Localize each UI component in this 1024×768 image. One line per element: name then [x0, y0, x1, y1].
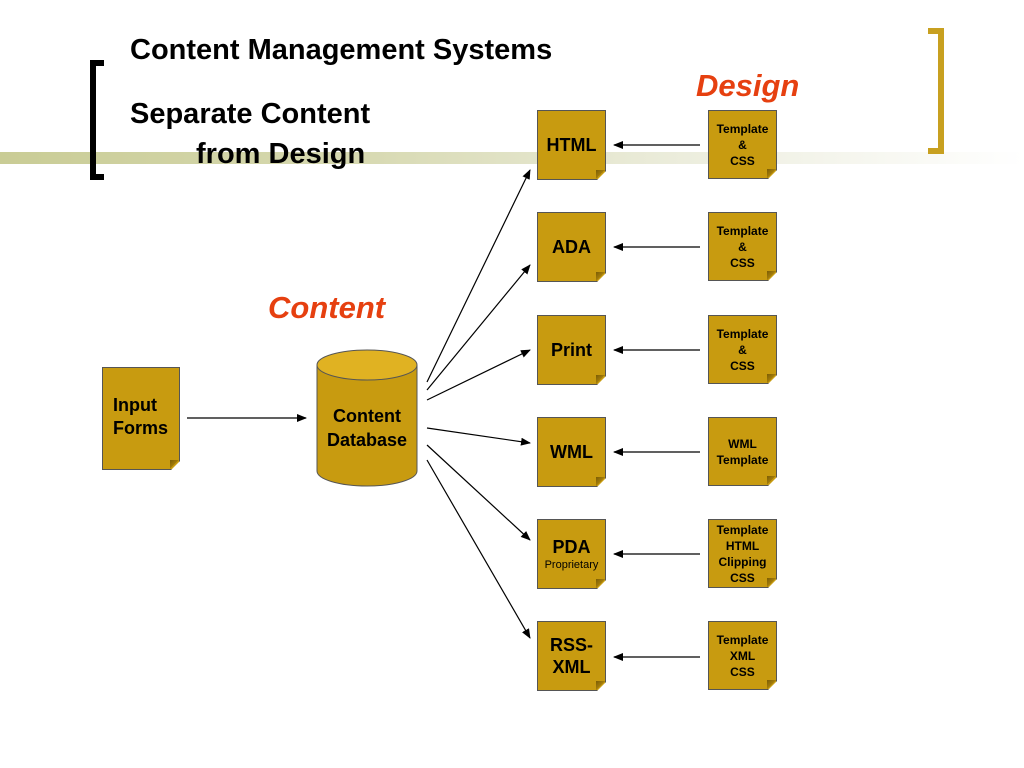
content-label: Content — [268, 290, 386, 325]
template-box-pda: Template HTML Clipping CSS — [708, 519, 777, 588]
slide-title: Content Management Systems — [130, 34, 553, 66]
template-box-print: Template & CSS — [708, 315, 777, 384]
slide-subtitle: Separate Content from Design — [130, 94, 370, 174]
subtitle-line-1: Separate Content — [130, 98, 371, 130]
arrow-db-to-wml — [426, 427, 531, 446]
output-box-pda: PDA Proprietary — [537, 519, 606, 589]
input-forms-label: Input Forms — [113, 395, 169, 438]
output-box-ada: ADA — [537, 212, 606, 282]
input-forms-box: Input Forms — [102, 367, 180, 470]
output-sublabel: Proprietary — [544, 559, 599, 571]
output-label: ADA — [552, 237, 591, 257]
template-box-html: Template & CSS — [708, 110, 777, 179]
arrow-db-to-ada — [426, 264, 531, 391]
output-box-wml: WML — [537, 417, 606, 487]
output-label: Print — [550, 340, 592, 360]
template-label: WML Template — [716, 436, 769, 467]
output-box-print: Print — [537, 315, 606, 385]
template-label: Template XML CSS — [716, 632, 769, 679]
output-label: HTML — [546, 135, 597, 155]
template-box-rss-xml: Template XML CSS — [708, 621, 777, 690]
template-label: Template HTML Clipping CSS — [716, 522, 769, 585]
left-bracket — [90, 60, 104, 180]
subtitle-line-2: from Design — [196, 138, 366, 170]
right-bracket — [928, 28, 944, 154]
output-box-rss-xml: RSS- XML — [537, 621, 606, 691]
template-label: Template & CSS — [716, 326, 769, 373]
design-label: Design — [696, 68, 800, 103]
output-label: RSS- XML — [549, 635, 593, 677]
template-box-wml: WML Template — [708, 417, 777, 486]
arrow-db-to-rss — [426, 459, 531, 639]
template-label: Template & CSS — [716, 223, 769, 270]
output-box-html: HTML — [537, 110, 606, 180]
arrow-db-to-html — [426, 169, 531, 383]
content-database-label: Content Database — [326, 406, 408, 450]
arrow-db-to-pda — [426, 444, 531, 541]
content-database-cylinder: Content Database — [316, 349, 418, 487]
output-label: PDA — [552, 537, 591, 557]
template-box-ada: Template & CSS — [708, 212, 777, 281]
arrow-db-to-print — [426, 349, 531, 401]
template-label: Template & CSS — [716, 121, 769, 168]
output-label: WML — [550, 442, 593, 462]
